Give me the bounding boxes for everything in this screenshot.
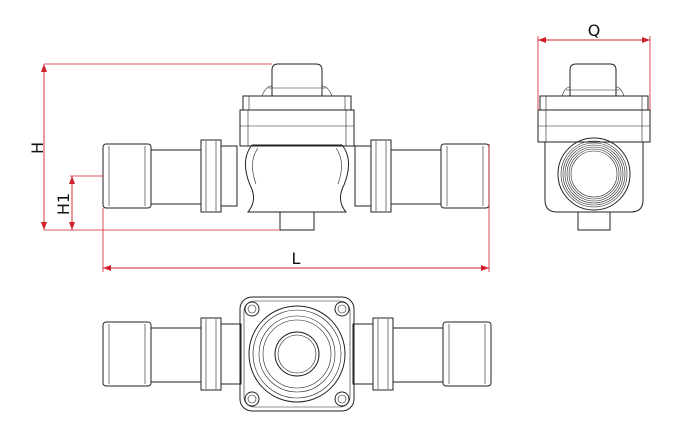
- label-h: H: [28, 142, 47, 154]
- label-l: L: [292, 249, 301, 268]
- front-view: [102, 63, 490, 231]
- side-view: [537, 63, 651, 231]
- top-view: [102, 296, 492, 412]
- dimension-q: Q: [537, 21, 651, 110]
- dimension-h1: H1: [54, 175, 103, 230]
- label-q: Q: [588, 21, 601, 40]
- label-h1: H1: [54, 193, 73, 215]
- dimension-l: L: [102, 144, 490, 272]
- dimension-h: H: [28, 63, 280, 231]
